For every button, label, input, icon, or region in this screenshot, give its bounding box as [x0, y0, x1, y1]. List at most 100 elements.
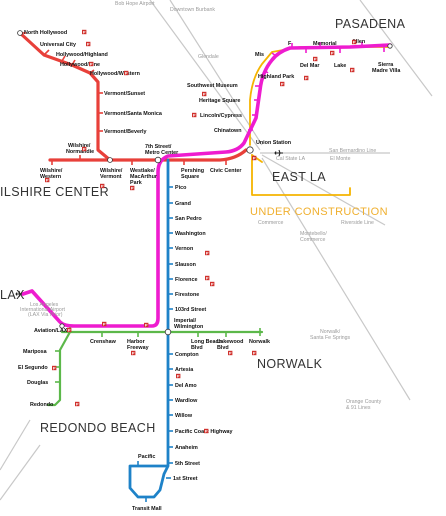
station-memorial[interactable]: Memorial [313, 41, 337, 47]
station-lakewood-1[interactable]: Lakewood [217, 339, 243, 345]
station-pacific[interactable]: Pacific [138, 454, 155, 460]
station-103rd[interactable]: 103rd Street [175, 307, 206, 313]
station-compton[interactable]: Compton [175, 352, 199, 358]
riverside-line-label: Riverside Line [341, 220, 374, 226]
station-westlake-2[interactable]: MacArthur [130, 174, 158, 180]
station-allen[interactable]: Allen [352, 39, 365, 45]
el-monte-label: El Monte [330, 156, 351, 162]
station-imperial-1[interactable]: Imperial/ [174, 318, 197, 324]
station-vermont-santa-monica[interactable]: Vermont/Santa Monica [104, 111, 163, 117]
station-aviation-lax[interactable]: Aviation/LAX [34, 328, 68, 334]
station-crenshaw[interactable]: Crenshaw [90, 339, 117, 345]
station-imperial-2[interactable]: Wilmington [174, 324, 203, 330]
station-wilshire-normandie-2[interactable]: Normandie [66, 149, 94, 155]
norwalk-sf-label-1: Norwalk/ [320, 329, 341, 335]
station-wilshire-normandie-1[interactable]: Wilshire/ [68, 143, 91, 149]
station-transit-mall[interactable]: Transit Mall [132, 506, 162, 512]
station-del-mar[interactable]: Del Mar [300, 63, 320, 69]
station-pershing-2[interactable]: Square [181, 174, 199, 180]
station-wilshire-vermont-1[interactable]: Wilshire/ [100, 168, 123, 174]
station-highland-park[interactable]: Highland Park [258, 74, 294, 80]
station-metro-center-1[interactable]: 7th Street/ [145, 144, 172, 150]
tick-highland-park [263, 69, 269, 74]
station-universal-city[interactable]: Universal City [40, 42, 76, 48]
station-florence[interactable]: Florence [175, 277, 197, 283]
station-hollywood-western[interactable]: Hollywood/Western [90, 71, 140, 77]
parking-icon [100, 183, 105, 189]
parking-icon-glyph: P [314, 56, 317, 61]
station-wilshire-western-1[interactable]: Wilshire/ [40, 168, 63, 174]
station-mission[interactable]: Mis [255, 52, 264, 58]
station-fillmore[interactable]: F [288, 41, 292, 47]
station-lake[interactable]: Lake [334, 63, 346, 69]
station-hollywood-vine[interactable]: Hollywood/Vine [60, 62, 100, 68]
station-san-pedro[interactable]: San Pedro [175, 216, 202, 222]
station-long-beach-1[interactable]: Long Beach [191, 339, 222, 345]
station-mariposa[interactable]: Mariposa [23, 349, 48, 355]
station-harbor-2[interactable]: Freeway [127, 345, 149, 351]
station-anaheim[interactable]: Anaheim [175, 445, 198, 451]
parking-icon [313, 56, 318, 62]
parking-icon-glyph: P [83, 146, 86, 151]
station-5th[interactable]: 5th Street [175, 461, 200, 467]
orange-county-label-2: & 91 Lines [346, 405, 371, 411]
station-grand[interactable]: Grand [175, 201, 191, 207]
station-dot-icon-imperial [164, 328, 172, 336]
lax-note-1: Los Angeles [30, 302, 59, 308]
parking-icon [82, 146, 87, 152]
station-1st[interactable]: 1st Street [173, 476, 198, 482]
green-line-south [46, 330, 72, 407]
station-hollywood-highland[interactable]: Hollywood/Highland [56, 52, 108, 58]
station-southwest-museum[interactable]: Southwest Museum [187, 83, 238, 89]
station-union-station[interactable]: Union Station [256, 140, 291, 146]
station-vernon[interactable]: Vernon [175, 246, 193, 252]
station-willow[interactable]: Willow [175, 413, 193, 419]
parking-icon-glyph: P [253, 350, 256, 355]
station-wilshire-vermont-2[interactable]: Vermont [100, 174, 122, 180]
blue-line-main [128, 158, 170, 499]
station-civic-center[interactable]: Civic Center [210, 168, 242, 174]
station-norwalk[interactable]: Norwalk [249, 339, 270, 345]
station-harbor-1[interactable]: Harbor [127, 339, 146, 345]
station-douglas[interactable]: Douglas [27, 380, 48, 386]
station-el-segundo[interactable]: El Segundo [18, 365, 48, 371]
station-pico[interactable]: Pico [175, 185, 187, 191]
station-lakewood-2[interactable]: Blvd [217, 345, 229, 351]
parking-icon [330, 50, 335, 56]
parking-icon-glyph: P [132, 350, 135, 355]
station-westlake-3[interactable]: Park [130, 180, 142, 186]
station-washington[interactable]: Washington [175, 231, 206, 237]
station-del-amo[interactable]: Del Amo [175, 383, 197, 389]
station-vermont-beverly[interactable]: Vermont/Beverly [104, 129, 147, 135]
station-metro-center-2[interactable]: Metro Center [145, 150, 179, 156]
station-north-hollywood[interactable]: North Hollywood [24, 30, 67, 36]
station-pershing-1[interactable]: Pershing [181, 168, 204, 174]
station-slauson[interactable]: Slauson [175, 262, 196, 268]
rail-diagonal-east [359, 0, 433, 97]
parking-icon [252, 350, 257, 356]
parking-icon-glyph: P [76, 401, 79, 406]
station-wilshire-western-2[interactable]: Western [40, 174, 61, 180]
station-redondo[interactable]: Redondo [30, 402, 54, 408]
station-vermont-sunset[interactable]: Vermont/Sunset [104, 91, 145, 97]
parking-icon [52, 365, 57, 371]
station-long-beach-2[interactable]: Blvd [191, 345, 203, 351]
station-lincoln-cypress[interactable]: Lincoln/Cypress [200, 113, 242, 119]
tick-mission [271, 52, 277, 57]
station-dot-icon-metro-center [154, 156, 162, 164]
station-dot-icon-sierra [387, 43, 393, 49]
region-norwalk: NORWALK [257, 357, 323, 371]
station-chinatown[interactable]: Chinatown [214, 128, 242, 134]
station-sierra-madre-1[interactable]: Sierra [378, 62, 394, 68]
station-heritage-square[interactable]: Heritage Square [199, 98, 240, 104]
station-wardlow[interactable]: Wardlow [175, 398, 198, 404]
station-westlake-1[interactable]: Westlake/ [130, 168, 155, 174]
tick-hollywood-vine [71, 59, 76, 66]
station-firestone[interactable]: Firestone [175, 292, 199, 298]
parking-icon [352, 39, 357, 45]
station-artesia[interactable]: Artesia [175, 367, 194, 373]
cal-state-la-label: Cal State LA [276, 156, 306, 162]
station-pch[interactable]: Pacific Coast Highway [175, 429, 233, 435]
region-redondo-beach: REDONDO BEACH [40, 421, 156, 435]
station-sierra-madre-2[interactable]: Madre Villa [372, 68, 401, 74]
